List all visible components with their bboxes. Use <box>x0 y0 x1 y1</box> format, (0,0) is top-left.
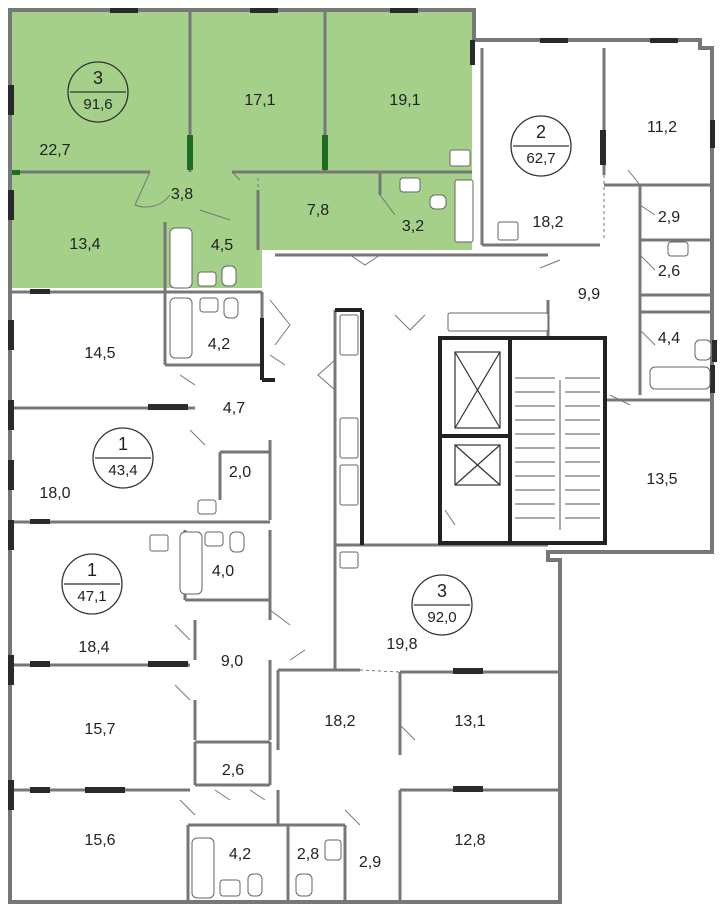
bathtub-icon <box>169 297 193 359</box>
apartment-badge[interactable]: 3 91,6 <box>67 61 129 123</box>
room-area: 19,1 <box>389 92 420 109</box>
sink-icon <box>324 839 342 861</box>
room-area: 18,0 <box>39 485 70 502</box>
room-area: 4,0 <box>212 563 234 580</box>
sink-icon <box>199 297 219 313</box>
highlighted-windows <box>12 135 328 175</box>
shower-icon <box>447 312 549 332</box>
apartment-room-count: 2 <box>536 122 546 142</box>
room-area: 22,7 <box>39 142 70 159</box>
shower-icon <box>454 179 474 243</box>
sink-icon <box>219 879 241 897</box>
apartment-room-count: 3 <box>437 581 447 601</box>
fixtures <box>149 149 712 899</box>
elevators <box>454 351 501 486</box>
room-area: 12,8 <box>454 832 485 849</box>
toilet-icon <box>221 265 237 287</box>
sink-icon <box>149 534 169 552</box>
core-walls <box>260 308 607 545</box>
toilet-icon <box>247 873 263 897</box>
toilet-icon <box>295 873 313 897</box>
room-area: 4,2 <box>208 336 230 353</box>
bathtub-icon <box>169 227 193 289</box>
apartment-room-count: 3 <box>93 68 103 88</box>
apartment-badges: 3 91,6 2 62,7 1 43,4 1 47,1 3 92,0 <box>61 61 572 636</box>
room-area: 13,5 <box>646 471 677 488</box>
room-area: 4,7 <box>223 400 245 417</box>
apartment-total-area: 91,6 <box>83 96 112 113</box>
bathtub-icon <box>191 837 215 899</box>
toilet-icon <box>429 194 447 210</box>
bathtub-icon <box>649 366 711 390</box>
room-area: 4,4 <box>658 330 680 347</box>
shower-icon <box>339 417 359 459</box>
room-area: 19,8 <box>386 636 417 653</box>
highlighted-apartment[interactable] <box>12 12 472 288</box>
staircase <box>515 377 600 530</box>
sink-icon <box>197 499 217 515</box>
sink-icon <box>197 271 217 287</box>
room-area: 9,9 <box>578 286 600 303</box>
toilet-icon <box>694 339 712 361</box>
doors <box>134 169 656 826</box>
highlighted-apartment-fill <box>12 12 472 288</box>
room-area: 15,6 <box>84 832 115 849</box>
toilet-icon <box>229 531 245 553</box>
room-area: 9,0 <box>221 653 243 670</box>
apartment-total-area: 47,1 <box>77 588 106 605</box>
apartment-total-area: 43,4 <box>108 462 137 479</box>
apartment-total-area: 92,0 <box>427 609 456 626</box>
apartment-badge[interactable]: 2 62,7 <box>510 115 572 177</box>
room-area: 2,6 <box>658 263 680 280</box>
room-area: 11,2 <box>647 119 677 136</box>
room-area: 18,2 <box>532 214 563 231</box>
room-area: 2,0 <box>229 464 251 481</box>
room-labels: 22,7 17,1 19,1 11,2 3,8 7,8 3,2 18,2 13,… <box>39 92 680 871</box>
sink-icon <box>399 177 421 193</box>
bathtub-icon <box>179 531 203 595</box>
room-area: 4,5 <box>211 237 233 254</box>
room-area: 7,8 <box>307 202 329 219</box>
sink-icon <box>449 149 471 167</box>
room-area: 14,5 <box>84 345 115 362</box>
apartment-badge[interactable]: 1 43,4 <box>92 427 154 489</box>
room-area: 2,9 <box>359 854 381 871</box>
room-area: 3,2 <box>402 218 424 235</box>
room-area: 2,9 <box>658 209 680 226</box>
windows <box>8 8 717 810</box>
room-area: 13,1 <box>454 713 485 730</box>
toilet-icon <box>223 297 239 319</box>
sink-icon <box>204 531 224 547</box>
room-area: 2,6 <box>222 762 244 779</box>
room-area: 15,7 <box>84 721 115 738</box>
sink-icon <box>339 551 359 569</box>
apartment-room-count: 1 <box>118 434 128 454</box>
apartment-badge[interactable]: 1 47,1 <box>61 553 123 615</box>
room-area: 13,4 <box>69 236 100 253</box>
room-area: 18,4 <box>78 639 109 656</box>
room-area: 4,2 <box>229 846 251 863</box>
room-area: 2,8 <box>297 846 319 863</box>
sink-icon <box>667 241 689 257</box>
shower-icon <box>339 314 359 356</box>
room-area: 18,2 <box>324 713 355 730</box>
apartment-room-count: 1 <box>87 560 97 580</box>
room-area: 17,1 <box>244 92 275 109</box>
room-area: 3,8 <box>171 186 193 203</box>
apartment-badge[interactable]: 3 92,0 <box>411 574 473 636</box>
sink-icon <box>497 221 519 241</box>
shower-icon <box>339 464 359 506</box>
apartment-total-area: 62,7 <box>526 150 555 167</box>
